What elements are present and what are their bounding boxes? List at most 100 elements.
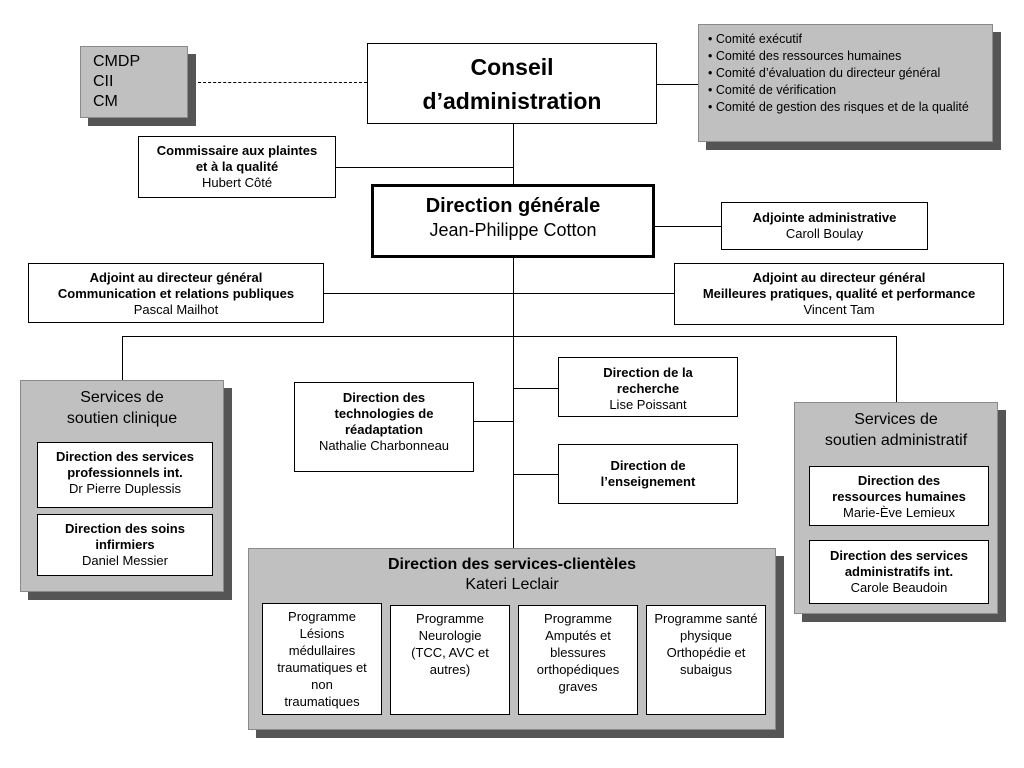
connector-soutien-clinique-drop — [122, 336, 123, 380]
services-clienteles-panel: Direction des services-clientèles Kateri… — [248, 548, 776, 730]
recherche-name: Lise Poissant — [609, 397, 687, 412]
unit-name: Daniel Messier — [82, 553, 168, 568]
program-line: graves — [558, 679, 598, 694]
conseil-title-line1: Conseil — [470, 54, 554, 80]
connector-commissaire — [336, 167, 513, 168]
program-neurologie: Programme Neurologie (TCC, AVC et autres… — [390, 605, 510, 715]
trunk-line-upper — [513, 124, 514, 186]
program-line: Programme — [416, 611, 484, 626]
techno-title-line3: réadaptation — [344, 422, 423, 437]
techno-title-line1: Direction des — [342, 390, 426, 405]
comite-item: • Comité de gestion des risques et de la… — [708, 100, 969, 114]
soutien-admin-heading-line2: soutien administratif — [824, 432, 968, 449]
commissaire-name: Hubert Côté — [201, 175, 273, 190]
clienteles-title: Direction des services-clientèles — [387, 556, 637, 573]
comite-item: • Comité de vérification — [708, 83, 837, 97]
recherche-title-line1: Direction de la — [603, 365, 693, 380]
program-line: (TCC, AVC et — [411, 645, 489, 660]
program-line: orthopédiques — [536, 662, 620, 677]
comite-item: • Comité exécutif — [708, 32, 802, 46]
cmdp-label: CMDP — [93, 53, 141, 70]
program-line: Orthopédie et — [666, 645, 746, 660]
program-line: Programme santé — [654, 611, 758, 626]
adjointe-admin-title: Adjointe administrative — [752, 210, 897, 225]
cm-label: CM — [93, 93, 118, 110]
unit-title-line2: ressources humaines — [832, 489, 966, 504]
dg-name: Jean-Philippe Cotton — [429, 220, 597, 240]
connector-cmdp-dashed — [188, 82, 367, 83]
soutien-clinique-panel: Services de soutien clinique Direction d… — [20, 380, 224, 592]
unit-title-line2: administratifs int. — [844, 564, 954, 579]
techno-title-line2: technologies de — [334, 406, 434, 421]
adjoint-perf-title-line1: Adjoint au directeur général — [752, 270, 926, 285]
conseil-title-line2: d’administration — [422, 88, 602, 114]
program-line: traumatiques et — [277, 660, 367, 675]
program-line: non — [311, 677, 333, 692]
recherche-box: Direction de la recherche Lise Poissant — [558, 357, 738, 417]
direction-generale-box: Direction générale Jean-Philippe Cotton — [371, 184, 655, 258]
program-line: Programme — [544, 611, 612, 626]
program-lesions-medullaires: Programme Lésions médullaires traumatiqu… — [262, 603, 382, 715]
enseignement-title-line1: Direction de — [610, 458, 686, 473]
connector-horizontal-services — [122, 336, 897, 337]
commissaire-box: Commissaire aux plaintes et à la qualité… — [138, 136, 336, 198]
enseignement-box: Direction de l’enseignement — [558, 444, 738, 504]
recherche-title-line2: recherche — [616, 381, 680, 396]
connector-adjoints — [324, 293, 674, 294]
unit-title-line1: Direction des — [857, 473, 941, 488]
comites-box: • Comité exécutif • Comité des ressource… — [698, 24, 993, 142]
unit-ressources-humaines: Direction des ressources humaines Marie-… — [809, 466, 989, 526]
soutien-admin-heading-line1: Services de — [854, 411, 938, 428]
dg-title: Direction générale — [425, 195, 601, 217]
comites-list: • Comité exécutif • Comité des ressource… — [708, 31, 984, 116]
program-line: subaigus — [679, 662, 733, 677]
unit-title-line1: Direction des soins — [65, 521, 185, 536]
commissaire-title-line1: Commissaire aux plaintes — [156, 143, 318, 158]
clienteles-name: Kateri Leclair — [465, 576, 559, 593]
connector-enseignement — [513, 474, 558, 475]
trunk-line-lower — [513, 258, 514, 548]
connector-adjointe-admin — [654, 226, 721, 227]
soutien-clinique-heading-line2: soutien clinique — [66, 410, 178, 427]
adjoint-comm-title-line1: Adjoint au directeur général — [89, 270, 263, 285]
comite-item: • Comité d’évaluation du directeur génér… — [708, 66, 941, 80]
cii-label: CII — [93, 73, 114, 90]
program-line: Programme — [288, 609, 356, 624]
unit-name: Marie-Ève Lemieux — [843, 505, 955, 520]
enseignement-title-line2: l’enseignement — [600, 474, 696, 489]
adjoint-communication-box: Adjoint au directeur général Communicati… — [28, 263, 324, 323]
connector-soutien-admin-drop — [896, 336, 897, 402]
unit-soins-infirmiers: Direction des soins infirmiers Daniel Me… — [37, 514, 213, 576]
unit-title-line1: Direction des services — [829, 548, 969, 563]
unit-services-professionnels: Direction des services professionnels in… — [37, 442, 213, 508]
adjoint-performance-box: Adjoint au directeur général Meilleures … — [674, 263, 1004, 325]
soutien-clinique-heading-line1: Services de — [80, 389, 164, 406]
commissaire-title-line2: et à la qualité — [195, 159, 279, 174]
program-line: physique — [679, 628, 733, 643]
program-sante-physique: Programme santé physique Orthopédie et s… — [646, 605, 766, 715]
connector-techno — [474, 421, 513, 422]
connector-comites — [657, 84, 698, 85]
cmdp-box: CMDP CII CM — [80, 46, 188, 118]
unit-name: Dr Pierre Duplessis — [69, 481, 181, 496]
program-line: autres) — [429, 662, 471, 677]
adjointe-administrative-box: Adjointe administrative Caroll Boulay — [721, 202, 928, 250]
unit-services-administratifs: Direction des services administratifs in… — [809, 540, 989, 604]
program-line: Neurologie — [418, 628, 482, 643]
comite-item: • Comité des ressources humaines — [708, 49, 902, 63]
adjoint-perf-name: Vincent Tam — [803, 302, 875, 317]
adjointe-admin-name: Caroll Boulay — [785, 226, 864, 241]
unit-name: Carole Beaudoin — [850, 580, 948, 595]
techno-name: Nathalie Charbonneau — [318, 438, 450, 453]
program-line: traumatiques — [284, 694, 360, 709]
unit-title-line2: professionnels int. — [67, 465, 183, 480]
program-line: Lésions — [299, 626, 345, 641]
adjoint-comm-title-line2: Communication et relations publiques — [57, 286, 295, 301]
adjoint-perf-title-line2: Meilleures pratiques, qualité et perform… — [702, 286, 976, 301]
unit-title-line1: Direction des services — [55, 449, 195, 464]
program-line: Amputés et — [545, 628, 611, 643]
connector-recherche — [513, 388, 558, 389]
soutien-administratif-panel: Services de soutien administratif Direct… — [794, 402, 998, 614]
conseil-administration-box: Conseil d’administration — [367, 43, 657, 124]
adjoint-comm-name: Pascal Mailhot — [133, 302, 219, 317]
